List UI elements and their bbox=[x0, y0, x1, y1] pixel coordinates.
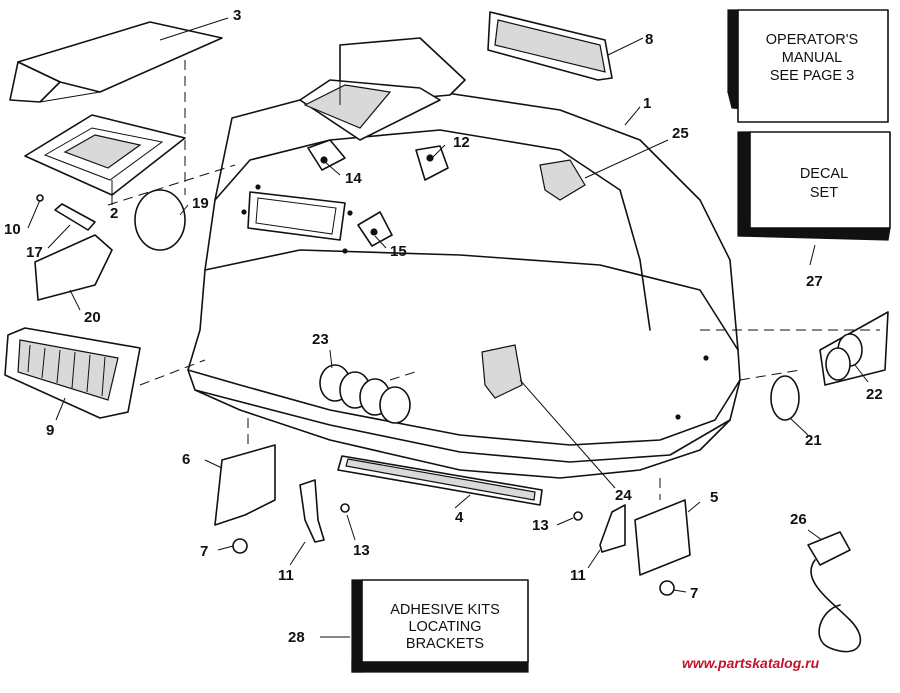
decal-24 bbox=[481, 344, 523, 399]
bracket-5 bbox=[634, 499, 691, 576]
operators-manual-line1: OPERATOR'S bbox=[766, 32, 858, 48]
clip-17 bbox=[54, 203, 96, 231]
knob-7b bbox=[659, 580, 675, 596]
vent-gasket bbox=[24, 114, 186, 196]
assembly-lines bbox=[107, 60, 880, 500]
rear-vent bbox=[487, 11, 613, 81]
adhesive-kits-line1: ADHESIVE KITS bbox=[390, 602, 500, 618]
callout-5: 5 bbox=[710, 489, 718, 506]
decal-21 bbox=[770, 375, 800, 421]
callout-12: 12 bbox=[453, 134, 470, 151]
callout-14: 14 bbox=[345, 170, 362, 187]
left-small-parts bbox=[34, 189, 186, 301]
decal-set-line2: SET bbox=[810, 185, 838, 201]
latch-parts bbox=[307, 139, 449, 247]
callouts: 1 2 3 4 5 6 7 7 8 9 10 11 11 12 13 13 14… bbox=[4, 7, 883, 646]
watermark: www.partskatalog.ru bbox=[682, 655, 820, 671]
decal-set-line1: DECAL bbox=[800, 166, 848, 182]
callout-13a: 13 bbox=[353, 542, 370, 559]
callout-7a: 7 bbox=[200, 543, 208, 560]
callout-25: 25 bbox=[672, 125, 689, 142]
callout-3: 3 bbox=[233, 7, 241, 24]
callout-19: 19 bbox=[192, 195, 209, 212]
latch-12 bbox=[415, 145, 449, 181]
top-cover-plate bbox=[9, 21, 223, 103]
operators-manual-line3: SEE PAGE 3 bbox=[770, 68, 854, 84]
operators-manual-line2: MANUAL bbox=[782, 50, 842, 66]
callout-17: 17 bbox=[26, 244, 43, 261]
front-grille bbox=[4, 327, 141, 419]
callout-21: 21 bbox=[805, 432, 822, 449]
box-adhesive-kits: ADHESIVE KITS LOCATING BRACKETS bbox=[351, 579, 529, 673]
callout-26: 26 bbox=[790, 511, 807, 528]
engine-cover bbox=[187, 37, 741, 479]
leader-lines bbox=[27, 17, 869, 638]
callout-11a: 11 bbox=[278, 567, 294, 584]
box-decal-set: DECAL SET bbox=[737, 131, 891, 241]
cable-assembly bbox=[807, 531, 862, 653]
screw-13a bbox=[340, 503, 350, 513]
callout-22: 22 bbox=[866, 386, 883, 403]
decal-25 bbox=[539, 159, 586, 201]
latch-14 bbox=[307, 139, 346, 171]
callout-10: 10 bbox=[4, 221, 21, 238]
callout-2: 2 bbox=[110, 205, 118, 222]
box-operators-manual: OPERATOR'S MANUAL SEE PAGE 3 bbox=[727, 9, 889, 123]
decals bbox=[319, 159, 889, 424]
bracket-11b bbox=[599, 504, 626, 553]
callout-1: 1 bbox=[643, 95, 651, 112]
disc-19 bbox=[134, 189, 186, 251]
bottom-brackets bbox=[214, 444, 691, 596]
adhesive-kits-line3: BRACKETS bbox=[406, 636, 484, 652]
callout-28: 28 bbox=[288, 629, 305, 646]
callout-24: 24 bbox=[615, 487, 632, 504]
callout-15: 15 bbox=[390, 243, 407, 260]
pad-20 bbox=[34, 234, 113, 301]
screw-13b bbox=[573, 511, 583, 521]
callout-20: 20 bbox=[84, 309, 101, 326]
callout-13b: 13 bbox=[532, 517, 549, 534]
adhesive-kits-line2: LOCATING bbox=[408, 619, 481, 635]
bracket-6 bbox=[214, 444, 276, 526]
bracket-11a bbox=[299, 479, 325, 543]
callout-27: 27 bbox=[806, 273, 823, 290]
callout-8: 8 bbox=[645, 31, 653, 48]
callout-6: 6 bbox=[182, 451, 190, 468]
callout-11b: 11 bbox=[570, 567, 586, 584]
knob-7a bbox=[232, 538, 248, 554]
callout-4: 4 bbox=[455, 509, 464, 526]
callout-9: 9 bbox=[46, 422, 54, 439]
callout-7b: 7 bbox=[690, 585, 698, 602]
callout-23: 23 bbox=[312, 331, 329, 348]
